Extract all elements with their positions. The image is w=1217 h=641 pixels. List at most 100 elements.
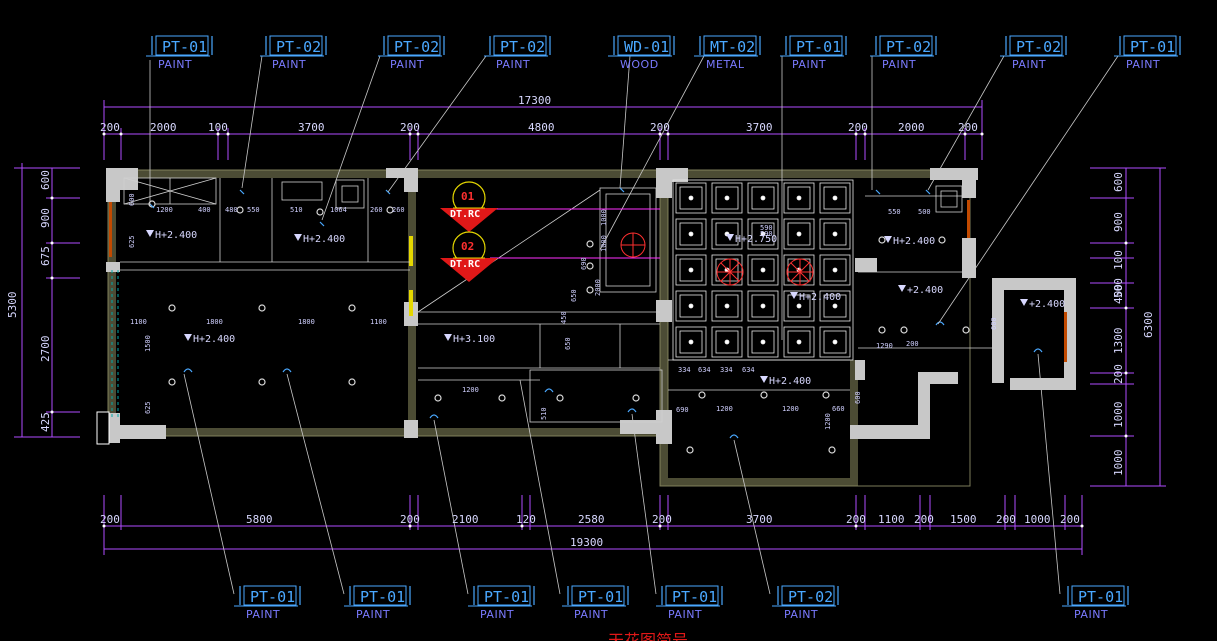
- dim-top-segment: 2000: [898, 121, 925, 134]
- ceiling-level: H+2.400: [790, 292, 841, 303]
- top-material-tags: PT-01PAINTPT-02PAINTPT-02PAINTPT-02PAINT…: [146, 35, 1181, 71]
- coffer-cell: [675, 326, 707, 358]
- material-name: PAINT: [882, 58, 916, 71]
- material-code: PT-02: [788, 588, 833, 606]
- section-reference: DT.RC: [450, 259, 480, 270]
- dim-bottom-segment: 5800: [246, 513, 273, 526]
- material-code: PT-01: [672, 588, 717, 606]
- dim-bottom-segment: 3700: [746, 513, 773, 526]
- dim-bottom-segment: 200: [400, 513, 420, 526]
- dim-right-segment: 600: [1112, 172, 1125, 192]
- small-dim-label: 1000: [600, 235, 608, 252]
- material-name: WOOD: [620, 58, 659, 71]
- material-name: PAINT: [1074, 608, 1108, 621]
- dim-right-total: 6300: [1142, 312, 1155, 339]
- small-dim-label: 1200: [156, 206, 173, 214]
- small-dim-label: 590: [760, 224, 773, 232]
- small-dim-label: 1200: [716, 405, 733, 413]
- level-label: H+2.400: [769, 376, 811, 387]
- material-name: PAINT: [480, 608, 514, 621]
- material-name: PAINT: [574, 608, 608, 621]
- material-name: PAINT: [1126, 58, 1160, 71]
- level-triangle-icon: [1020, 299, 1028, 306]
- material-code: WD-01: [624, 38, 669, 56]
- small-dim-label: 690: [580, 257, 588, 270]
- dim-top-segment: 200: [100, 121, 120, 134]
- material-code: PT-02: [886, 38, 931, 56]
- coffer-cell: [783, 218, 815, 250]
- coffer-cell: [711, 326, 743, 358]
- level-label: H+3.100: [453, 334, 495, 345]
- small-dim-label: 1100: [130, 318, 147, 326]
- dim-left-segment: 2700: [39, 336, 52, 363]
- material-code: PT-01: [1078, 588, 1123, 606]
- coffer-cell: [675, 218, 707, 250]
- dim-top-segment: 100: [208, 121, 228, 134]
- small-dim-label: 550: [888, 208, 901, 216]
- small-dim-label: 1064: [330, 206, 347, 214]
- drawing-title: 天花图简号: [608, 631, 688, 641]
- small-dim-label: 600: [854, 391, 862, 404]
- level-label: +2.400: [907, 285, 943, 296]
- material-code: MT-02: [710, 38, 755, 56]
- material-name: METAL: [706, 58, 745, 71]
- coffer-cell: [747, 254, 779, 286]
- small-dim-label: 634: [698, 366, 711, 374]
- dim-top-segment: 200: [848, 121, 868, 134]
- level-label: +2.400: [1029, 299, 1065, 310]
- ceiling-level: H+2.400: [760, 376, 811, 387]
- section-reference: DT.RC: [450, 209, 480, 220]
- level-triangle-icon: [726, 234, 734, 241]
- ceiling-level: H+2.400: [294, 234, 345, 245]
- material-name: PAINT: [356, 608, 390, 621]
- dim-bottom-segment: 200: [1060, 513, 1080, 526]
- small-dim-label: 1800: [298, 318, 315, 326]
- level-label: H+2.400: [193, 334, 235, 345]
- dim-top-segment: 200: [650, 121, 670, 134]
- level-triangle-icon: [184, 334, 192, 341]
- level-triangle-icon: [884, 236, 892, 243]
- coffer-cell: [675, 254, 707, 286]
- dim-bottom-segment: 120: [516, 513, 536, 526]
- coffer-cell: [819, 326, 851, 358]
- material-code: PT-01: [162, 38, 207, 56]
- small-dim-label: 200: [906, 340, 919, 348]
- small-dim-label: 480: [225, 206, 238, 214]
- material-code: PT-01: [1130, 38, 1175, 56]
- ceiling-lines: [120, 177, 992, 423]
- material-name: PAINT: [668, 608, 702, 621]
- coffer-cell: [783, 182, 815, 214]
- coffer-cell: [819, 254, 851, 286]
- small-dim-label: 1200: [462, 386, 479, 394]
- material-code: PT-02: [276, 38, 321, 56]
- material-code: PT-02: [394, 38, 439, 56]
- dim-bottom-segment: 200: [100, 513, 120, 526]
- small-dim-label: 600: [990, 317, 998, 330]
- small-dim-label: 660: [832, 405, 845, 413]
- tag-leader-lines: [149, 55, 1119, 595]
- coffer-cell: [747, 290, 779, 322]
- dim-bottom-total: 19300: [570, 536, 603, 549]
- dim-left-segment: 675: [39, 246, 52, 266]
- coffer-cell: [819, 218, 851, 250]
- dim-left-segment: 600: [39, 170, 52, 190]
- dim-left-segment: 900: [39, 208, 52, 228]
- small-dim-label: 650: [564, 337, 572, 350]
- dim-bottom-segment: 200: [652, 513, 672, 526]
- ceiling-level: H+2.750: [726, 234, 777, 245]
- coffer-cell: [819, 182, 851, 214]
- dimension-ticks: [50, 132, 1128, 528]
- dim-bottom-segment: 2580: [578, 513, 605, 526]
- material-code: PT-01: [360, 588, 405, 606]
- dim-bottom-segment: 200: [846, 513, 866, 526]
- level-triangle-icon: [294, 234, 302, 241]
- small-dim-label: 500: [918, 208, 931, 216]
